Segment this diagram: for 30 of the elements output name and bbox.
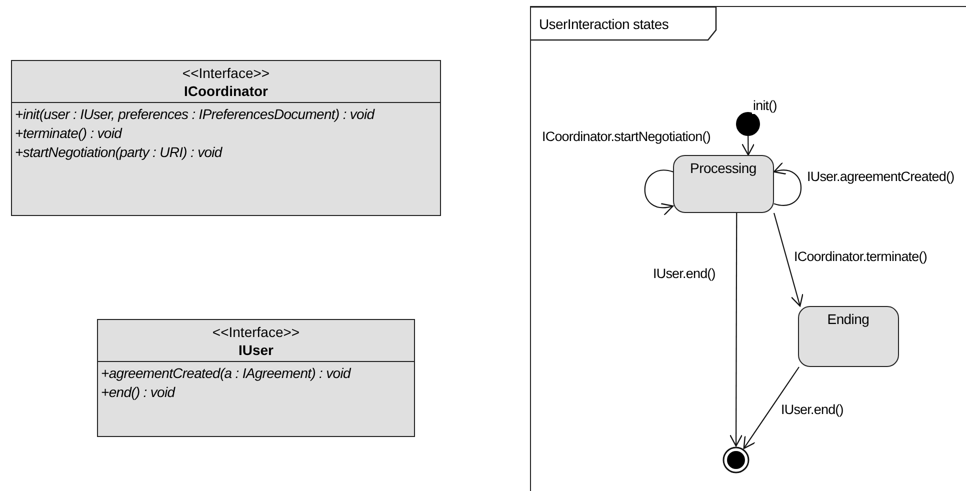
- frame-title: UserInteraction states: [539, 16, 669, 32]
- transition-arrow: [644, 170, 674, 215]
- state-box: [672, 154, 774, 213]
- stereotype-label: <<Interface>>: [211, 323, 301, 341]
- state-box: [798, 306, 899, 367]
- transition-arrow: [729, 213, 743, 447]
- transition-arrow: [742, 136, 755, 156]
- initial-state-icon: [736, 112, 760, 136]
- state-name: Processing: [690, 160, 756, 176]
- edge-label: IUser.end(): [780, 402, 844, 418]
- edge-label: IUser.agreementCreated(): [806, 169, 956, 185]
- operation-text: +init(user : IUser, preferences : IPreferencesDocument) : void: [15, 105, 376, 124]
- edge-label: IUser.end(): [652, 266, 716, 282]
- transition-arrow: [743, 366, 800, 449]
- transition-arrow: [773, 163, 802, 206]
- class-name: IUser: [237, 341, 275, 359]
- interface-class-box: [97, 319, 415, 437]
- state-name: Ending: [827, 310, 870, 327]
- transition-arrow: [773, 212, 804, 307]
- edge-label: ICoordinator.terminate(): [793, 249, 928, 265]
- interface-class-box: [11, 60, 441, 216]
- operation-text: +agreementCreated(a : IAgreement) : void: [101, 364, 352, 383]
- operation-text: +end() : void: [101, 383, 176, 402]
- stereotype-label: <<Interface>>: [181, 64, 271, 82]
- operation-text: +terminate() : void: [15, 124, 124, 143]
- final-state-icon: [722, 446, 750, 474]
- edge-label: ICoordinator.startNegotiation(): [541, 129, 712, 145]
- operation-text: +startNegotiation(party : URI) : void: [15, 143, 224, 162]
- edge-label: init(): [752, 98, 778, 114]
- class-name: ICoordinator: [183, 82, 269, 100]
